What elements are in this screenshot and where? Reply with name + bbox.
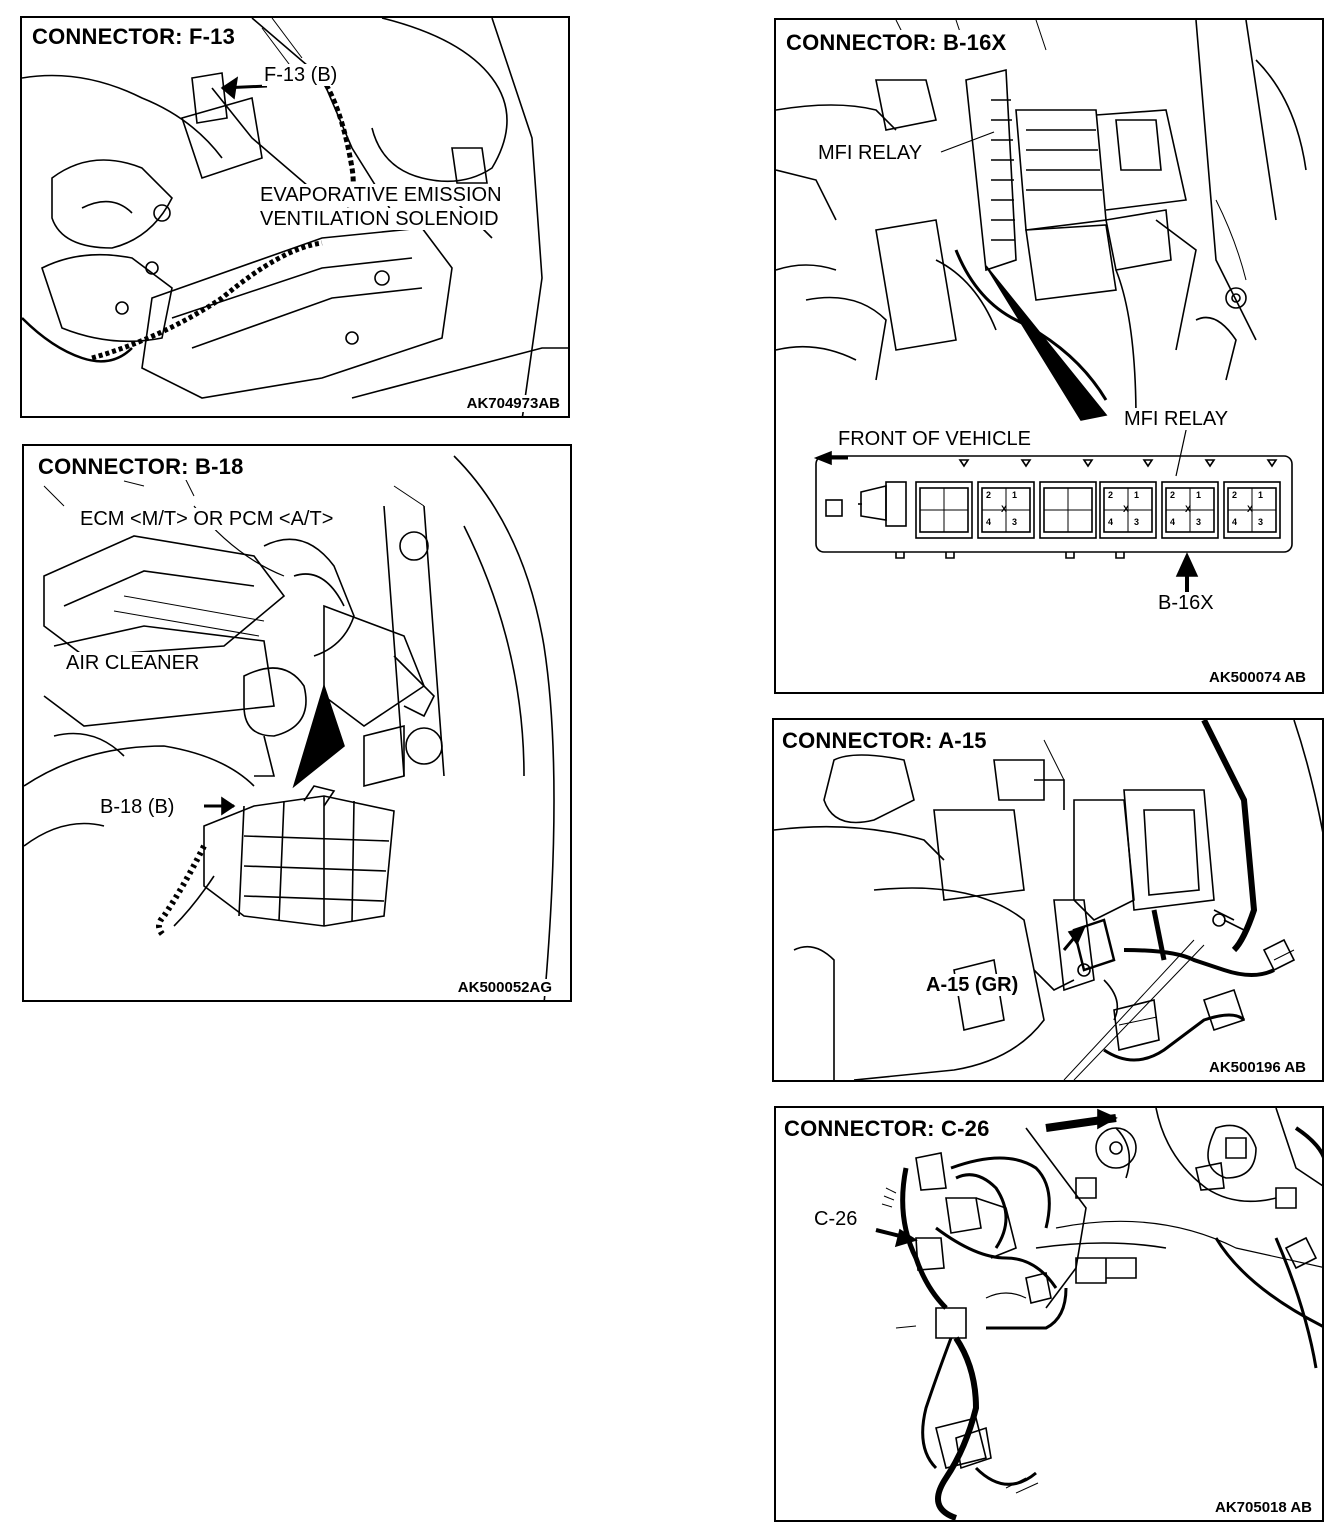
- pin-3: 3: [1258, 517, 1264, 527]
- component-label: VENTILATION SOLENOID: [258, 208, 501, 230]
- figure-code: AK704973AB: [464, 395, 562, 412]
- connector-title: CONNECTOR: A-15: [780, 728, 989, 754]
- relay-socket-6: [1223, 459, 1281, 539]
- connector-title: CONNECTOR: F-13: [30, 24, 238, 50]
- relay-socket-5: [1161, 459, 1219, 539]
- relay-label: MFI RELAY: [1122, 408, 1231, 430]
- pin-2: 2: [1108, 490, 1114, 500]
- pin-4: 4: [1170, 517, 1176, 527]
- connector-title: CONNECTOR: B-18: [36, 454, 246, 480]
- front-of-vehicle-label: FRONT OF VEHICLE: [838, 428, 1031, 450]
- pin-4: 4: [1232, 517, 1238, 527]
- x-mark: X: [1123, 504, 1130, 514]
- pin-3: 3: [1196, 517, 1202, 527]
- figure-code: AK500074 AB: [1207, 669, 1308, 686]
- figure-code: AK705018 AB: [1213, 1499, 1314, 1516]
- panel-connector-f13: CONNECTOR: F-13 F-13 (B) EVAPORATIVE EMI…: [20, 16, 570, 418]
- pin-2: 2: [1170, 490, 1176, 500]
- x-mark: X: [1185, 504, 1192, 514]
- pin-3: 3: [1134, 517, 1140, 527]
- connector-callout: F-13 (B): [262, 64, 340, 86]
- x-mark: X: [1247, 504, 1254, 514]
- pin-3: 3: [1012, 517, 1018, 527]
- relay-socket-3: [1039, 459, 1097, 539]
- relay-label: MFI RELAY: [816, 142, 925, 164]
- pin-2: 2: [1232, 490, 1238, 500]
- figure-code: AK500196 AB: [1207, 1059, 1308, 1076]
- relay-connector-row: [915, 459, 1281, 539]
- pin-4: 4: [1108, 517, 1114, 527]
- connector-callout: C-26: [812, 1208, 860, 1230]
- a15-illustration: [774, 720, 1322, 1080]
- pin-1: 1: [1258, 490, 1264, 500]
- figure-code: AK500052AG: [455, 979, 554, 996]
- component-label: AIR CLEANER: [64, 652, 202, 674]
- pin-1: 1: [1196, 490, 1202, 500]
- connector-title: CONNECTOR: C-26: [782, 1116, 992, 1142]
- relay-socket-4: [1099, 459, 1157, 539]
- x-mark: X: [1001, 504, 1008, 514]
- panel-connector-c26: CONNECTOR: C-26 C-26 AK705018 AB: [774, 1106, 1324, 1522]
- pin-4: 4: [986, 517, 992, 527]
- pin-1: 1: [1134, 490, 1140, 500]
- connector-callout: A-15 (GR): [924, 974, 1021, 996]
- pin-2: 2: [986, 490, 992, 500]
- panel-connector-b16x: 2 1 4 3 X 2 1 4 3 X 2 1 4 3 X 2 1 4 3 X …: [774, 18, 1324, 694]
- b16x-illustration: [776, 20, 1307, 592]
- relay-socket-1: [915, 459, 973, 539]
- panel-connector-a15: CONNECTOR: A-15 A-15 (GR) AK500196 AB: [772, 718, 1324, 1082]
- component-label: ECM <M/T> OR PCM <A/T>: [78, 508, 336, 530]
- b18-illustration: [24, 455, 555, 1000]
- c26-illustration: [875, 1108, 1322, 1520]
- pin-1: 1: [1012, 490, 1018, 500]
- connector-callout: B-18 (B): [98, 796, 177, 818]
- relay-socket-2: [977, 459, 1035, 539]
- connector-title: CONNECTOR: B-16X: [784, 30, 1009, 56]
- panel-connector-b18: CONNECTOR: B-18 ECM <M/T> OR PCM <A/T> A…: [22, 444, 572, 1002]
- component-label: EVAPORATIVE EMISSION: [258, 184, 504, 206]
- connector-callout: B-16X: [1156, 592, 1216, 614]
